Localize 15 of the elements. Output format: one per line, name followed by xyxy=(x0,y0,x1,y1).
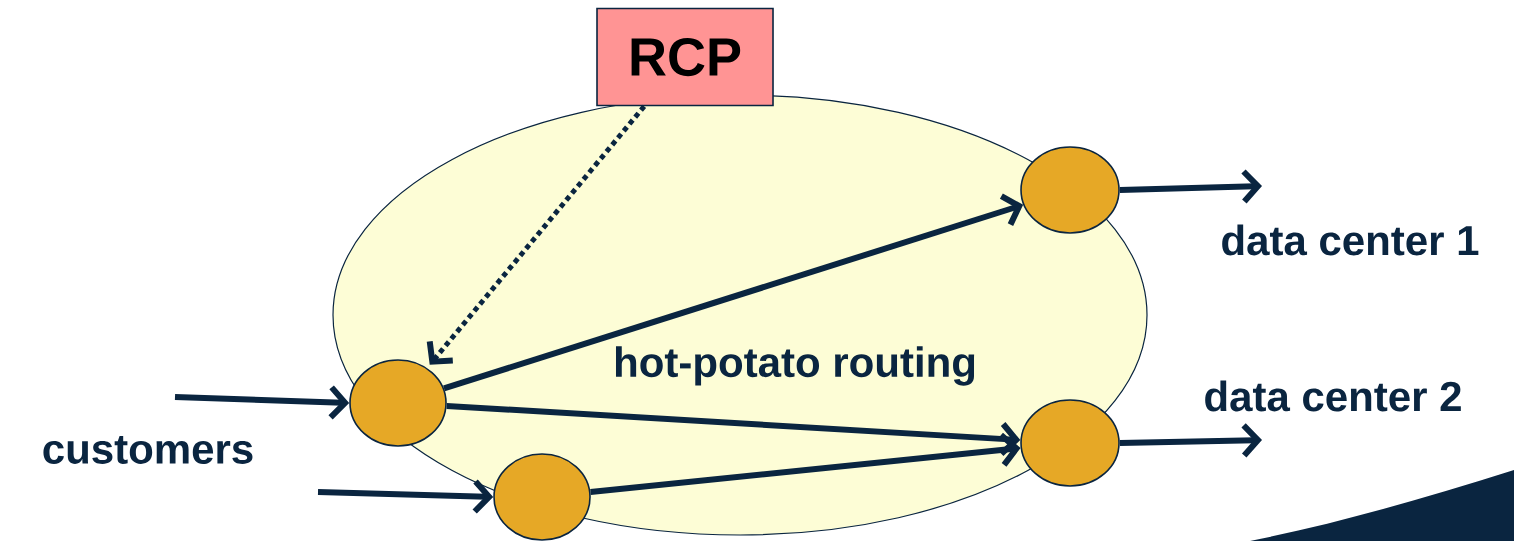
arrow xyxy=(443,193,1024,392)
router-circle xyxy=(349,359,447,447)
text-label: customers xyxy=(43,436,253,464)
arrow xyxy=(1119,169,1263,204)
text-label: data center 2 xyxy=(1205,380,1461,412)
arrow xyxy=(1119,423,1262,458)
arrow xyxy=(317,479,494,514)
router-circle xyxy=(1020,399,1120,487)
arrow xyxy=(174,385,350,420)
arrow xyxy=(590,432,1021,496)
text-label: data center 1 xyxy=(1222,224,1479,256)
arrow xyxy=(426,104,647,365)
controller-box: RCP xyxy=(596,7,774,107)
edge-label: hot-potato routing xyxy=(611,344,979,388)
arrow xyxy=(446,402,1021,457)
